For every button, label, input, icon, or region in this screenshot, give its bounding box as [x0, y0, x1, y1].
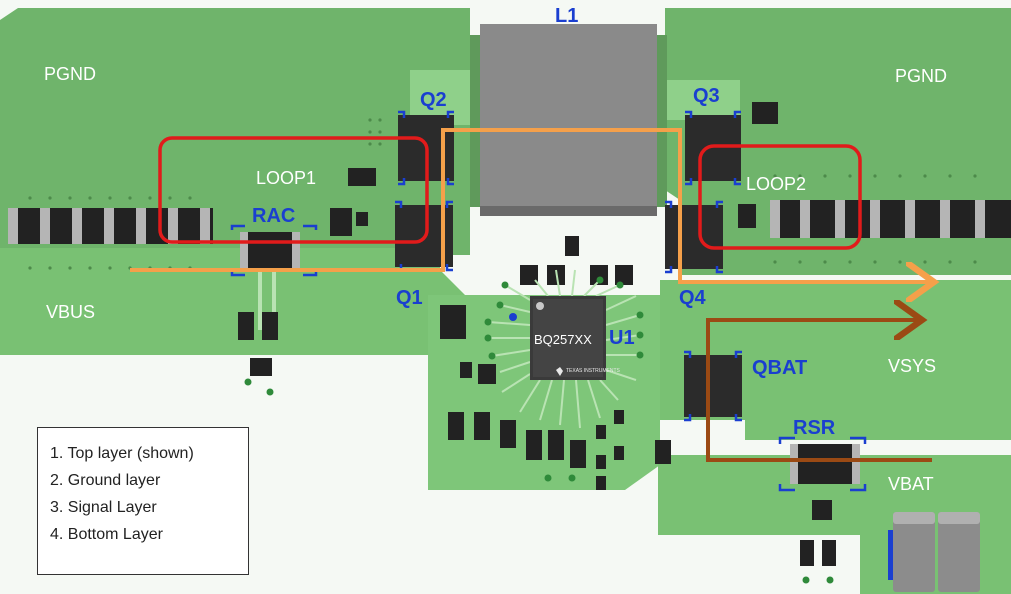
- label-vbus: VBUS: [46, 302, 95, 322]
- label-qbat: QBAT: [752, 357, 807, 379]
- bulk-capacitors: [888, 512, 980, 592]
- label-q2: Q2: [420, 89, 447, 111]
- sw2-trace: [655, 80, 740, 120]
- label-u1: U1: [609, 327, 635, 349]
- loop1-outline: [158, 136, 429, 244]
- controller-u1: BQ257XX TEXAS INSTRUMENTS: [530, 296, 621, 380]
- label-rsr: RSR: [793, 417, 836, 439]
- u1-fanout: [487, 269, 641, 429]
- input-capacitor-row: [8, 208, 213, 244]
- inductor-l1: [470, 24, 667, 216]
- label-pgnd-right: PGND: [895, 66, 947, 86]
- pin1-marker: [509, 313, 517, 321]
- label-vsys: VSYS: [888, 356, 936, 376]
- battery-current-path-arrow: [706, 320, 932, 462]
- label-l1: L1: [555, 5, 578, 27]
- label-loop1: LOOP1: [256, 168, 316, 188]
- label-q4: Q4: [679, 287, 707, 309]
- vbus-pour: [0, 248, 470, 355]
- mosfet-qbat: [684, 350, 742, 422]
- legend-item: 3. Signal Layer: [50, 499, 157, 516]
- layer-legend: 1. Top layer (shown) 2. Ground layer 3. …: [37, 427, 249, 575]
- chip-part-number: BQ257XX: [534, 332, 592, 347]
- legend-item: 4. Bottom Layer: [50, 526, 163, 543]
- loop2-outline: [698, 144, 862, 250]
- small-passives: [238, 102, 836, 566]
- mosfet-q3: [685, 110, 741, 186]
- legend-item: 1. Top layer (shown): [50, 445, 194, 462]
- sense-resistor-rac: [230, 224, 318, 277]
- label-rac: RAC: [252, 205, 295, 227]
- label-vbat: VBAT: [888, 474, 934, 494]
- mosfet-q4: [665, 200, 723, 274]
- label-pgnd-left: PGND: [44, 64, 96, 84]
- texas-instruments-logo: TEXAS INSTRUMENTS: [556, 367, 621, 376]
- sense-resistor-rsr: [778, 436, 867, 492]
- sw1-trace: [410, 70, 480, 125]
- output-capacitor-row: [770, 200, 1011, 238]
- label-q3: Q3: [693, 85, 720, 107]
- input-current-path-arrow: [130, 128, 930, 282]
- label-loop2: LOOP2: [746, 174, 806, 194]
- svg-text:TEXAS INSTRUMENTS: TEXAS INSTRUMENTS: [566, 368, 621, 374]
- legend-item: 2. Ground layer: [50, 472, 161, 489]
- label-q1: Q1: [396, 287, 423, 309]
